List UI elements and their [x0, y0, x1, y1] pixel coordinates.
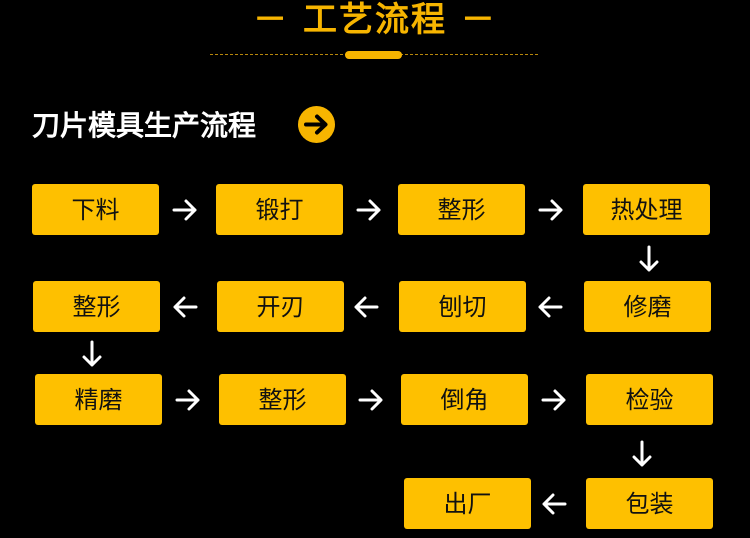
step-box: 开刃 — [217, 281, 344, 332]
arrow-left-icon — [542, 493, 567, 515]
arrow-right-icon — [538, 199, 563, 221]
step-box: 整形 — [398, 184, 525, 235]
step-box: 包装 — [586, 478, 713, 529]
arrow-right-icon — [175, 389, 200, 411]
step-box: 整形 — [219, 374, 346, 425]
step-box: 锻打 — [216, 184, 343, 235]
step-box: 修磨 — [584, 281, 711, 332]
section-title: 刀片模具生产流程 — [32, 109, 257, 142]
step-box: 倒角 — [401, 374, 528, 425]
step-label: 出厂 — [443, 489, 492, 518]
step-label: 锻打 — [255, 195, 304, 224]
arrow-right-icon — [358, 389, 383, 411]
step-label: 热处理 — [610, 195, 683, 224]
step-box: 检验 — [586, 374, 713, 425]
arrow-right-icon — [541, 389, 566, 411]
arrow-left-icon — [173, 296, 198, 318]
step-label: 检验 — [625, 385, 674, 414]
arrow-right-icon — [356, 199, 381, 221]
step-box: 出厂 — [404, 478, 531, 529]
step-box: 下料 — [32, 184, 159, 235]
step-label: 精磨 — [74, 385, 123, 414]
arrow-left-icon — [538, 296, 563, 318]
step-label: 修磨 — [623, 292, 672, 321]
step-label: 整形 — [258, 385, 307, 414]
step-label: 整形 — [437, 195, 486, 224]
step-label: 刨切 — [438, 292, 487, 321]
arrow-left-icon — [354, 296, 379, 318]
arrow-right-icon — [172, 199, 197, 221]
arrow-down-icon — [632, 440, 652, 467]
title-divider-accent — [345, 51, 402, 59]
page-title: － 工艺流程 － — [253, 0, 497, 40]
step-label: 开刃 — [256, 292, 305, 321]
step-label: 倒角 — [440, 385, 489, 414]
step-label: 整形 — [72, 292, 121, 321]
arrow-down-icon — [82, 340, 102, 367]
step-box: 热处理 — [583, 184, 710, 235]
arrow-right-circle-icon — [298, 106, 335, 143]
arrow-down-icon — [639, 245, 659, 272]
step-label: 下料 — [71, 195, 120, 224]
step-box: 刨切 — [399, 281, 526, 332]
step-box: 精磨 — [35, 374, 162, 425]
step-label: 包装 — [625, 489, 674, 518]
step-box: 整形 — [33, 281, 160, 332]
